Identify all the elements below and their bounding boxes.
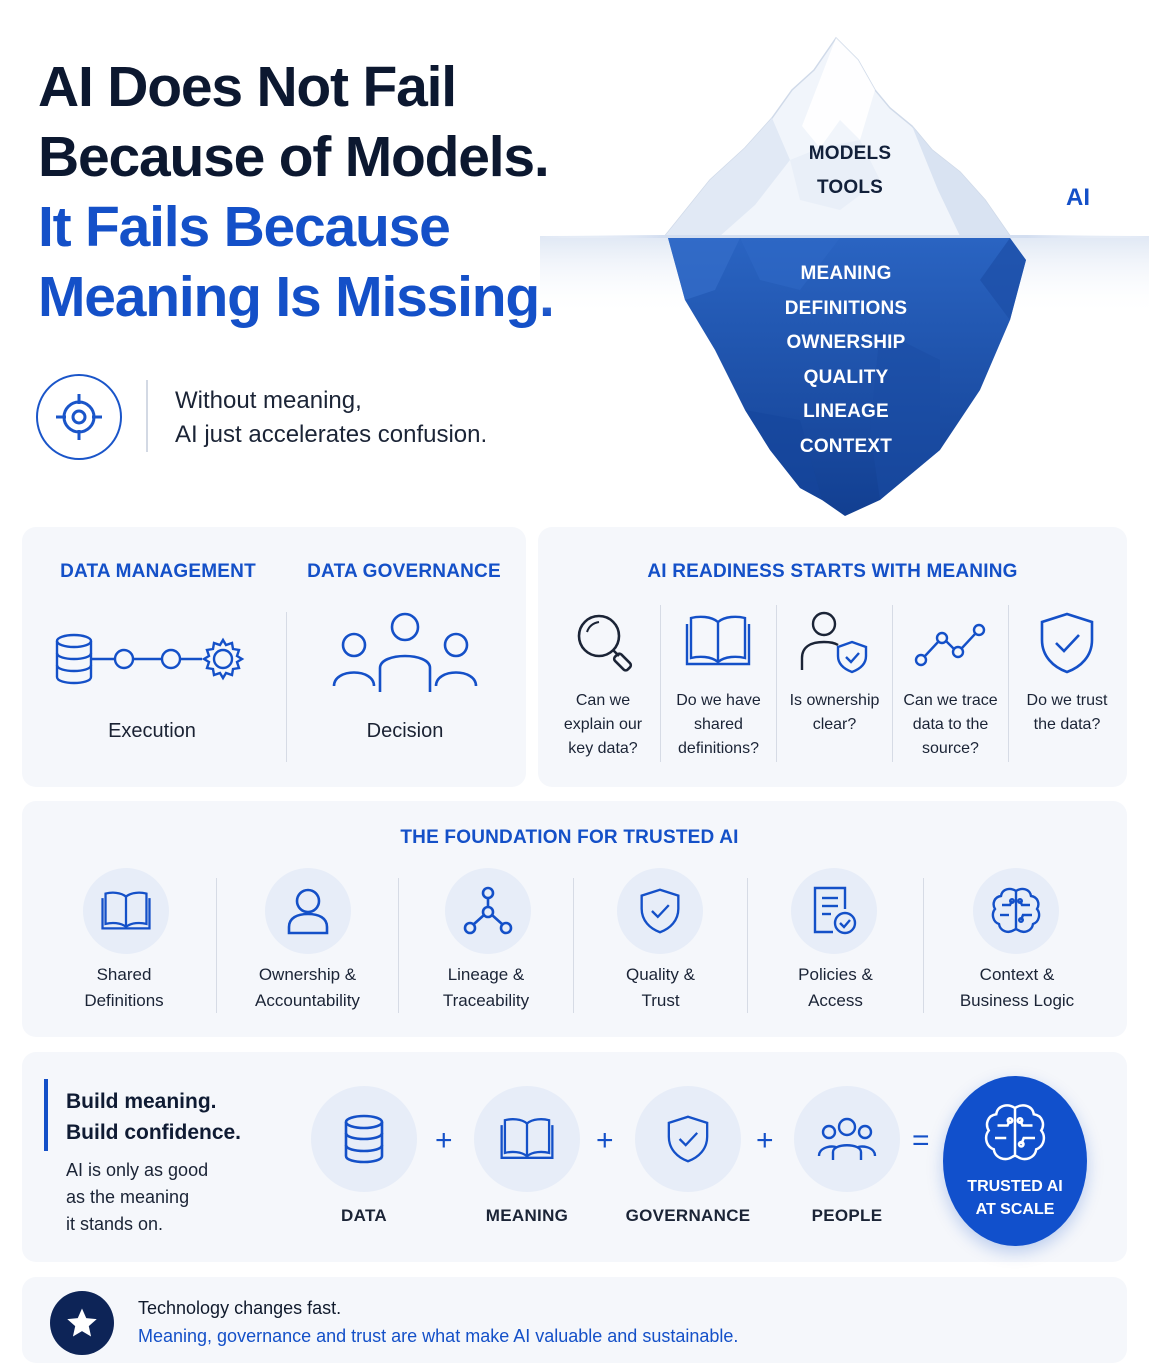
foundation-item-1: Shared Definitions (84, 965, 164, 1010)
foundation-shield-check-icon (617, 868, 703, 954)
hero-title-line-2: Because of Models. (38, 125, 550, 189)
equation-term-meaning: MEANING (485, 1206, 569, 1225)
hero-tagline-line-2: AI just accelerates confusion. (175, 421, 488, 448)
foundation-item-2: Ownership & Accountability (255, 965, 360, 1010)
hero-tagline: Without meaning, AI just accelerates con… (175, 384, 487, 452)
readiness-divider-1 (660, 605, 661, 762)
readiness-divider-4 (1008, 605, 1009, 762)
footer-panel (22, 1277, 1127, 1363)
trusted-ai-result-text: TRUSTED AI AT SCALE (967, 1178, 1063, 1218)
equation-term-people: PEOPLE (811, 1206, 883, 1225)
execution-label: Execution (108, 720, 196, 742)
star-icon (50, 1291, 114, 1355)
equation-term-governance: GOVERNANCE (625, 1206, 751, 1225)
database-pipeline-icon (52, 628, 252, 690)
equation-heading: Build meaning. Build confidence. (66, 1090, 242, 1144)
iceberg-label-tools: TOOLS (816, 177, 884, 198)
equation-people-icon (794, 1086, 900, 1192)
iceberg-label-ownership: OWNERSHIP (786, 332, 906, 353)
iceberg-ai-label: AI (1066, 184, 1090, 211)
equation-plus-2: + (596, 1124, 614, 1157)
iceberg-label-quality: QUALITY (803, 367, 889, 388)
foundation-divider-4 (747, 878, 748, 1013)
brain-icon (973, 868, 1059, 954)
hero-title-line-3: It Fails Because (38, 195, 451, 259)
equation-subtext: AI is only as good as the meaning it sta… (66, 1160, 209, 1234)
foundation-item-3: Lineage & Traceability (442, 965, 530, 1010)
equation-shield-icon (635, 1086, 741, 1192)
footer-line-2: Meaning, governance and trust are what m… (138, 1326, 739, 1346)
hero-tagline-line-1: Without meaning, (175, 387, 362, 414)
trusted-ai-result-badge (943, 1076, 1087, 1246)
hero-divider (146, 380, 148, 452)
book-icon (685, 612, 751, 670)
readiness-question-3: Is ownership clear? (789, 692, 880, 733)
data-governance-title: DATA GOVERNANCE (307, 561, 501, 582)
equation-database-icon (311, 1086, 417, 1192)
readiness-question-1: Can we explain our key data? (563, 692, 643, 757)
ai-readiness-title: AI READINESS STARTS WITH MEANING (647, 561, 1018, 582)
readiness-question-4: Can we trace data to the source? (903, 692, 998, 757)
hero-title-line-4: Meaning Is Missing. (38, 265, 555, 329)
people-group-icon (330, 610, 480, 694)
result-brain-icon (979, 1100, 1051, 1166)
equation-accent-bar (44, 1079, 48, 1151)
foundation-item-4: Quality & Trust (626, 965, 695, 1010)
foundation-divider-5 (923, 878, 924, 1013)
foundation-divider-2 (398, 878, 399, 1013)
iceberg-label-models: MODELS (808, 143, 892, 164)
equation-book-icon (474, 1086, 580, 1192)
magnifier-icon (573, 610, 637, 674)
person-shield-icon (800, 610, 870, 674)
shield-check-icon (1037, 610, 1097, 676)
readiness-divider-3 (892, 605, 893, 762)
policy-document-icon (791, 868, 877, 954)
iceberg-label-lineage: LINEAGE (803, 401, 889, 422)
trend-line-icon (914, 622, 986, 668)
readiness-question-2: Do we have shared definitions? (676, 692, 761, 757)
readiness-divider-2 (776, 605, 777, 762)
data-management-title: DATA MANAGEMENT (60, 561, 256, 582)
management-governance-panel (22, 527, 526, 787)
equation-equals: = (912, 1124, 930, 1157)
equation-plus-1: + (435, 1124, 453, 1157)
equation-plus-3: + (756, 1124, 774, 1157)
footer-line-1: Technology changes fast. (138, 1298, 342, 1318)
decision-label: Decision (366, 720, 444, 742)
iceberg-label-context: CONTEXT (799, 436, 893, 457)
foundation-divider-1 (216, 878, 217, 1013)
hero-title-line-1: AI Does Not Fail (38, 55, 457, 119)
foundation-panel (22, 801, 1127, 1037)
hero-title: AI Does Not Fail Because of Models. It F… (38, 52, 638, 332)
iceberg-illustration (540, 36, 1149, 516)
foundation-item-6: Context & Business Logic (959, 965, 1075, 1010)
foundation-title: THE FOUNDATION FOR TRUSTED AI (400, 827, 739, 848)
foundation-book-icon (83, 868, 169, 954)
iceberg-label-definitions: DEFINITIONS (784, 298, 908, 319)
foundation-item-5: Policies & Access (798, 965, 873, 1010)
readiness-question-5: Do we trust the data? (1026, 692, 1108, 733)
foundation-divider-3 (573, 878, 574, 1013)
person-icon (265, 868, 351, 954)
iceberg-label-meaning: MEANING (800, 263, 892, 284)
target-icon (36, 374, 122, 460)
management-divider (286, 612, 287, 762)
equation-term-data: DATA (341, 1206, 387, 1225)
network-icon (445, 868, 531, 954)
ai-readiness-panel (538, 527, 1127, 787)
